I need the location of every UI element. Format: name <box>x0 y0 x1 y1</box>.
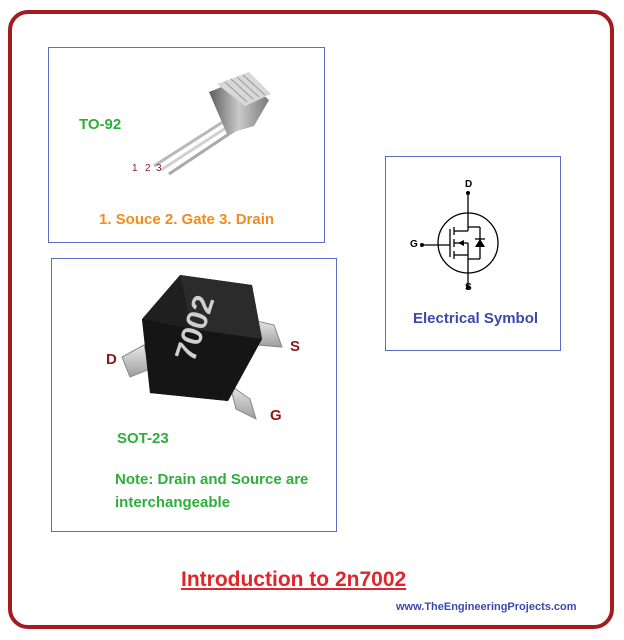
outer-frame <box>8 10 614 629</box>
to92-package-image <box>153 72 271 176</box>
to92-pinout-text: 1. Souce 2. Gate 3. Drain <box>99 211 275 228</box>
to92-pin-2: 2 <box>145 163 151 174</box>
sot23-note-line2: interchangeable <box>115 494 231 511</box>
symbol-label-drain: D <box>465 179 473 190</box>
to92-pin-3: 3 <box>156 163 162 174</box>
sot23-label-drain: D <box>106 351 117 368</box>
symbol-label-source: S <box>465 282 472 293</box>
symbol-label-gate: G <box>410 239 418 250</box>
to92-pin-1: 1 <box>132 163 138 174</box>
page-title: Introduction to 2n7002 <box>181 568 407 591</box>
sot23-title: SOT-23 <box>117 430 169 447</box>
symbol-panel: D G S Electrical Symbol <box>385 156 561 351</box>
to92-title: TO-92 <box>79 116 122 133</box>
sot23-package-image: 7002 <box>121 275 283 420</box>
sot23-note-line1: Note: Drain and Source are <box>115 471 309 488</box>
sot23-label-source: S <box>290 338 301 355</box>
sot23-label-gate: G <box>270 407 282 424</box>
mosfet-symbol <box>420 191 499 289</box>
site-url: www.TheEngineeringProjects.com <box>396 601 577 613</box>
to92-panel: TO-92 1 2 3 1. Souce 2. Gate 3. Drain <box>48 47 325 243</box>
sot23-panel: 7002 D S G SOT-23 Note: Drain and Source… <box>51 258 337 532</box>
symbol-caption: Electrical Symbol <box>413 310 539 327</box>
